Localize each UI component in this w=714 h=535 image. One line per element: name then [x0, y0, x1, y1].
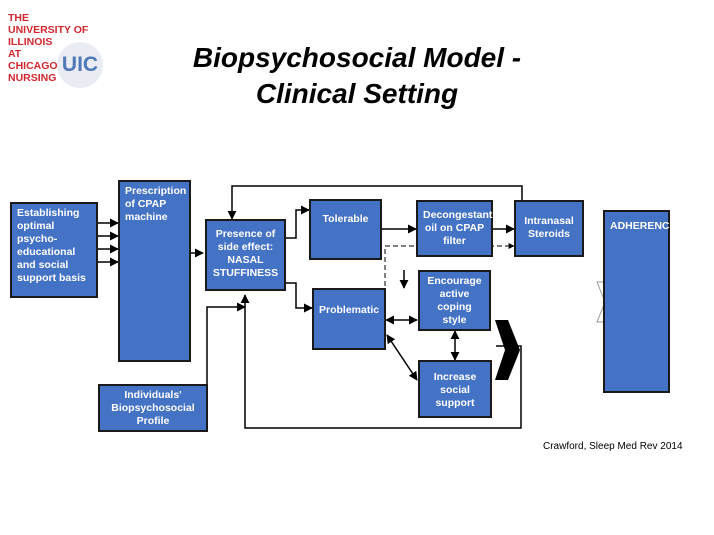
- logo-line: NURSING: [8, 72, 57, 84]
- citation: Crawford, Sleep Med Rev 2014: [543, 441, 683, 452]
- arrow-problematic-increase: [386, 334, 418, 381]
- node-establishing: Establishing optimal psycho- educational…: [10, 202, 98, 298]
- node-tolerable: Tolerable: [309, 199, 382, 260]
- node-side-effect: Presence of side effect: NASAL STUFFINES…: [205, 219, 286, 291]
- feedback-loop-top: [227, 185, 523, 220]
- arrow-profile-sideeffect: [206, 302, 246, 384]
- arrow-sideeffect-problematic: [286, 282, 313, 313]
- logo-line: THE: [8, 12, 29, 24]
- node-increase: Increase social support: [418, 360, 492, 418]
- node-decongestant: Decongestant oil on CPAP filter: [416, 200, 493, 257]
- node-encourage: Encourage active coping style: [418, 270, 491, 331]
- arrow-sideeffect-tolerable: [286, 205, 310, 239]
- node-intranasal: Intranasal Steroids: [514, 200, 584, 257]
- page-title-line2: Clinical Setting: [255, 78, 459, 109]
- logo-line: ILLINOIS: [8, 36, 53, 48]
- node-profile: Individuals' Biopsychosocial Profile: [98, 384, 208, 432]
- uic-logo-text: THE UNIVERSITY OF ILLINOIS AT CHICAGO NU…: [8, 12, 88, 84]
- node-problematic: Problematic: [312, 288, 386, 350]
- logo-line: UNIVERSITY OF: [8, 24, 89, 36]
- page-title-line1: Biopsychosocial Model -: [192, 42, 522, 73]
- uic-badge-text: UIC: [61, 53, 99, 76]
- node-prescription: Prescription of CPAP machine: [118, 180, 191, 362]
- logo-line: CHICAGO: [8, 60, 58, 72]
- black-chevron: [495, 320, 520, 380]
- uic-logo-badge: UIC: [57, 42, 103, 88]
- node-adherence: ADHERENCE: [603, 210, 677, 393]
- logo-line: AT: [8, 48, 22, 60]
